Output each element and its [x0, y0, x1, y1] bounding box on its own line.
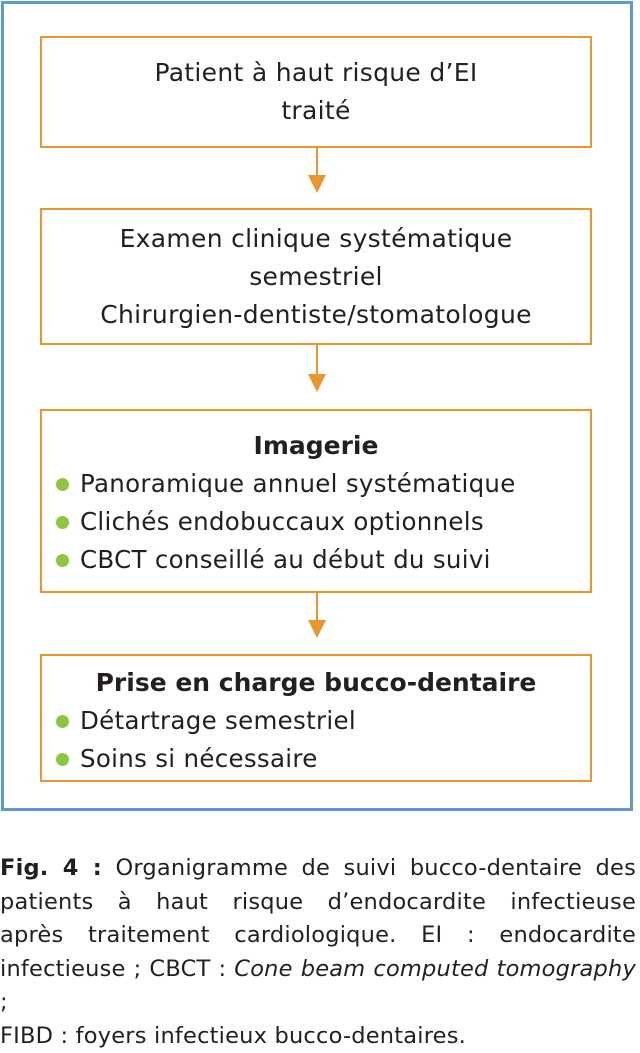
imaging-title: Imagerie: [42, 427, 590, 465]
box1-line-1: Patient à haut risque d’EI: [154, 54, 477, 92]
bullet-icon: [56, 753, 69, 766]
bullet-icon: [56, 715, 69, 728]
imaging-item-3: CBCT conseillé au début du suivi: [42, 541, 590, 579]
bullet-icon: [56, 516, 69, 529]
figure-caption: Fig. 4 : Organigramme de suivi bucco-den…: [0, 852, 636, 1053]
box-dental-care: Prise en charge bucco-dentaire Détartrag…: [40, 654, 592, 782]
dental-care-item-1-text: Détartrage semestriel: [80, 702, 356, 740]
bullet-icon: [56, 478, 69, 491]
imaging-item-2: Clichés endobuccaux optionnels: [42, 503, 590, 541]
box2-line-3: Chirurgien-dentiste/stomatologue: [100, 296, 532, 334]
caption-line-2: patients à haut risque d’endocardite inf…: [0, 886, 636, 920]
imaging-item-2-text: Clichés endobuccaux optionnels: [80, 503, 484, 541]
caption-line-4c: ;: [0, 989, 8, 1015]
arrow-3: [307, 593, 327, 639]
dental-care-item-2-text: Soins si nécessaire: [80, 740, 318, 778]
box2-line-1: Examen clinique systématique: [120, 220, 513, 258]
dental-care-item-1: Détartrage semestriel: [42, 702, 590, 740]
dental-care-title: Prise en charge bucco-dentaire: [42, 664, 590, 702]
caption-cbct-definition: Cone beam computed tomography: [234, 956, 636, 982]
box-clinical-exam: Examen clinique systématique semestriel …: [40, 208, 592, 345]
bullet-icon: [56, 554, 69, 567]
imaging-item-1-text: Panoramique annuel systématique: [80, 465, 516, 503]
imaging-item-3-text: CBCT conseillé au début du suivi: [80, 541, 491, 579]
caption-line-1-text: Organigramme de suivi bucco-dentaire des: [115, 855, 636, 881]
arrow-1: [307, 148, 327, 194]
caption-label: Fig. 4 :: [0, 855, 102, 881]
caption-line-4a: infectieuse ; CBCT :: [0, 956, 234, 982]
box-imaging: Imagerie Panoramique annuel systématique…: [40, 409, 592, 593]
box2-line-2: semestriel: [249, 258, 383, 296]
caption-line-5: FIBD : foyers infectieux bucco-dentaires…: [0, 1020, 636, 1053]
imaging-item-1: Panoramique annuel systématique: [42, 465, 590, 503]
caption-line-4: infectieuse ; CBCT : Cone beam computed …: [0, 953, 636, 1020]
box1-line-2: traité: [281, 92, 350, 130]
caption-line-3: après traitement cardiologique. EI : end…: [0, 919, 636, 953]
arrow-2: [307, 345, 327, 393]
dental-care-item-2: Soins si nécessaire: [42, 740, 590, 778]
box-patient-high-risk: Patient à haut risque d’EI traité: [40, 36, 592, 148]
caption-line-1: Fig. 4 : Organigramme de suivi bucco-den…: [0, 852, 636, 886]
